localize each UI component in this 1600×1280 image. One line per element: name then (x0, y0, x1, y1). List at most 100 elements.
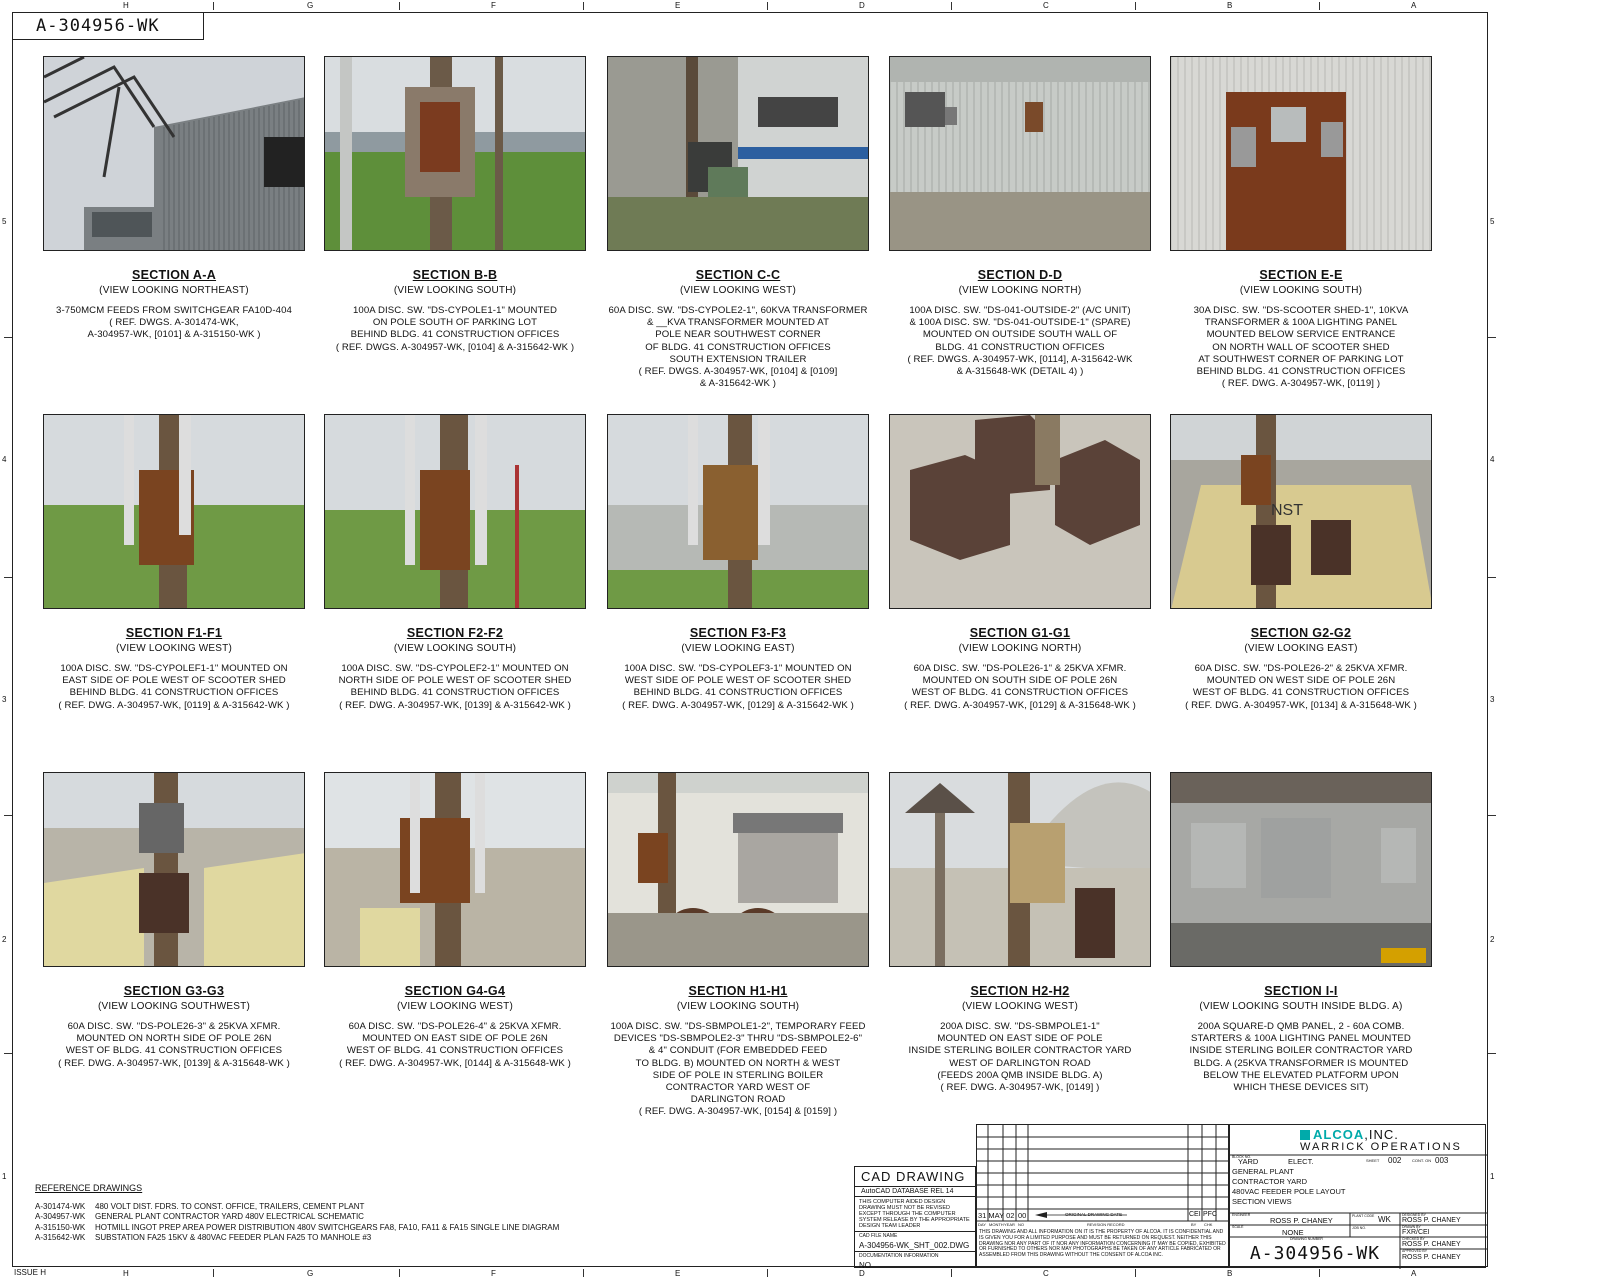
header-revision: REVISION RECORD (1087, 1222, 1125, 1227)
description-line: MOUNTED ON OUTSIDE SOUTH WALL OF (922, 329, 1118, 341)
section-caption: SECTION F1-F1(VIEW LOOKING WEST)100A DIS… (29, 626, 319, 712)
description-line: MOUNTED ON EAST SIDE OF POLE 26N (362, 1033, 548, 1045)
description-line: 3-750MCM FEEDS FROM SWITCHGEAR FA10D-404 (56, 305, 292, 316)
border-tick (4, 577, 12, 578)
section-description: 100A DISC. SW. "DS-CYPOLEF2-1" MOUNTED O… (310, 663, 600, 712)
header-day: DAY (978, 1222, 986, 1227)
description-line: & A-315642-WK ) (699, 378, 777, 390)
company-suffix: ,INC. (1364, 1127, 1399, 1142)
documentation-value: NO (859, 1261, 871, 1270)
description-line: WEST OF BLDG. 41 CONSTRUCTION OFFICES (346, 1045, 564, 1057)
view-direction: (VIEW LOOKING SOUTH) (676, 1001, 800, 1012)
reference-heading: REFERENCE DRAWINGS (35, 1183, 143, 1193)
header-chk: CHK (1204, 1222, 1213, 1227)
checked-by: ROSS P. CHANEY (1402, 1241, 1461, 1248)
description-line: 60A DISC. SW. "DS-POLE26-2" & 25KVA XFMR… (1194, 663, 1408, 674)
class-value: ELECT. (1288, 1157, 1314, 1166)
section-description: 100A DISC. SW. "DS-CYPOLEF3-1" MOUNTED O… (593, 663, 883, 712)
view-direction: (VIEW LOOKING WEST) (115, 643, 233, 654)
section-photo (43, 56, 305, 251)
description-line: INSIDE STERLING BOILER CONTRACTOR YARD (908, 1045, 1132, 1057)
border-tick (4, 815, 12, 816)
zone-number: 1 (1490, 1172, 1495, 1181)
section-description: 3-750MCM FEEDS FROM SWITCHGEAR FA10D-404… (29, 305, 319, 342)
section-title: SECTION G2-G2 (1250, 626, 1352, 640)
zone-letter: G (307, 1269, 314, 1278)
description-line: NORTH SIDE OF POLE WEST OF SCOOTER SHED (338, 675, 572, 687)
view-direction: (VIEW LOOKING SOUTHWEST) (97, 1001, 251, 1012)
description-line: ON NORTH WALL OF SCOOTER SHED (1212, 341, 1390, 353)
reference-text: SUBSTATION FA25 15KV & 480VAC FEEDER PLA… (95, 1233, 372, 1242)
zone-letter: D (859, 1, 865, 10)
zone-letter: F (491, 1269, 496, 1278)
section-description: 60A DISC. SW. "DS-POLE26-3" & 25KVA XFMR… (29, 1021, 319, 1070)
company-logo: ALCOA,INC. (1300, 1127, 1399, 1142)
drawn-label: DRAWN BY (1402, 1225, 1421, 1229)
description-line: MOUNTED BELOW SERVICE ENTRANCE (1206, 329, 1396, 341)
zone-letter: C (1043, 1269, 1049, 1278)
scale-value: NONE (1282, 1228, 1304, 1237)
border-tick (399, 1269, 400, 1277)
title-block-drawing-number: A-304956-WK (1249, 1243, 1381, 1264)
section-view: SECTION F2-F2(VIEW LOOKING SOUTH)100A DI… (324, 414, 586, 711)
description-line: MOUNTED ON EAST SIDE OF POLE (937, 1033, 1103, 1045)
description-line: BEHIND BLDG. 41 CONSTRUCTION OFFICES (1196, 366, 1406, 378)
description-line: 100A DISC. SW. "DS-CYPOLE1-1" MOUNTED (352, 305, 558, 316)
section-caption: SECTION F2-F2(VIEW LOOKING SOUTH)100A DI… (310, 626, 600, 712)
section-description: 100A DISC. SW. "DS-041-OUTSIDE-2" (A/C U… (875, 305, 1165, 378)
description-line: & 4" CONDUIT (FOR EMBEDDED FEED (648, 1045, 828, 1057)
section-view: SECTION F1-F1(VIEW LOOKING WEST)100A DIS… (43, 414, 305, 711)
operations-name: WARRICK OPERATIONS (1300, 1141, 1462, 1153)
description-line: ( REF. DWG. A-304957-WK, [0119] & A-3156… (58, 699, 290, 711)
description-line: ( REF. DWG. A-304957-WK, [0139] & A-3156… (58, 1057, 290, 1069)
reference-text: GENERAL PLANT CONTRACTOR YARD 480V ELECT… (95, 1212, 364, 1221)
section-caption: SECTION G2-G2(VIEW LOOKING EAST)60A DISC… (1156, 626, 1446, 712)
header-year: YEAR (1004, 1222, 1015, 1227)
border-tick (4, 337, 12, 338)
section-caption: SECTION G4-G4(VIEW LOOKING WEST)60A DISC… (310, 984, 600, 1070)
description-line: ( REF. DWGS. A-304957-WK, [0104] & A-315… (335, 341, 575, 353)
company-title-block: ALCOA,INC. WARRICK OPERATIONS BLOCK NO. … (1229, 1124, 1487, 1269)
revision-date: 31 MAY 02 (978, 1211, 1015, 1220)
section-photo (607, 772, 869, 967)
description-line: MOUNTED ON NORTH SIDE OF POLE 26N (76, 1033, 272, 1045)
block-label: BLOCK NO. (1232, 1155, 1252, 1159)
view-direction: (VIEW LOOKING SOUTH) (1239, 285, 1363, 296)
section-caption: SECTION D-D(VIEW LOOKING NORTH)100A DISC… (875, 268, 1165, 378)
zone-number: 4 (2, 455, 7, 464)
view-direction: (VIEW LOOKING WEST) (396, 1001, 514, 1012)
section-photo (889, 414, 1151, 609)
section-view: SECTION C-C(VIEW LOOKING WEST)60A DISC. … (607, 56, 869, 389)
description-line: ( REF. DWG. A-304957-WK, [0119] ) (1221, 378, 1381, 390)
description-line: BLDG. 41 CONSTRUCTION OFFICES (935, 341, 1105, 353)
section-title: SECTION G3-G3 (123, 984, 225, 998)
description-line: & A-315648-WK (DETAIL 4) ) (956, 366, 1084, 378)
section-title: SECTION B-B (412, 268, 498, 282)
zone-letter: C (1043, 1, 1049, 10)
border-tick (583, 2, 584, 10)
border-tick (213, 2, 214, 10)
border-tick (767, 1269, 768, 1277)
section-title: SECTION E-E (1259, 268, 1343, 282)
zone-number: 2 (1490, 935, 1495, 944)
section-caption: SECTION A-A(VIEW LOOKING NORTHEAST)3-750… (29, 268, 319, 342)
reference-text: HOTMILL INGOT PREP AREA POWER DISTRIBUTI… (95, 1222, 560, 1232)
zone-letter: A (1411, 1269, 1417, 1278)
section-title: SECTION A-A (131, 268, 217, 282)
description-line: ( REF. DWG. A-304957-WK, [0149] ) (940, 1082, 1100, 1094)
zone-number: 5 (1490, 217, 1495, 226)
section-description: 30A DISC. SW. "DS-SCOOTER SHED-1", 10KVA… (1156, 305, 1446, 390)
border-tick (1319, 1269, 1320, 1277)
description-line: DARLINGTON ROAD (690, 1094, 786, 1106)
description-line: INSIDE STERLING BOILER CONTRACTOR YARD (1189, 1045, 1413, 1057)
description-line: 200A DISC. SW. "DS-SBMPOLE1-1" (940, 1021, 1100, 1032)
section-view: SECTION A-A(VIEW LOOKING NORTHEAST)3-750… (43, 56, 305, 340)
designed-by: ROSS P. CHANEY (1402, 1217, 1461, 1224)
description-line: ( REF. DWGS. A-304957-WK, [0114], A-3156… (907, 353, 1133, 365)
description-line: & __KVA TRANSFORMER MOUNTED AT (646, 317, 830, 329)
reference-number: A-301474-WK (35, 1201, 86, 1211)
description-line: SIDE OF POLE IN STERLING BOILER (652, 1069, 824, 1081)
zone-number: 3 (2, 695, 7, 704)
